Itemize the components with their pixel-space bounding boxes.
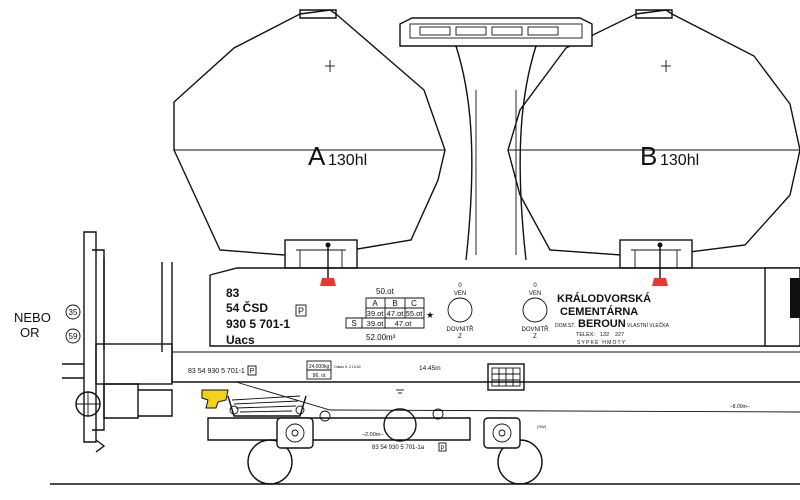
buffer-end (62, 231, 173, 453)
discharge-right-bottom: DOVNITŘ (522, 325, 550, 333)
hopper-a-letter: A (308, 141, 326, 171)
frame-length: 14.45m (419, 365, 441, 372)
hopper-b-capacity: 130hl (660, 152, 699, 169)
load-row1-a: 39.ot (367, 309, 385, 318)
owner-telex-label: TELEX: (576, 332, 595, 338)
note-or: OR (20, 325, 40, 340)
marking-line-4: Uacs (226, 333, 255, 347)
outlet-a (284, 239, 358, 286)
load-row1-b: 47.ot (387, 309, 405, 318)
owner-own-wagon: VLASTNÍ VLEČKA (627, 322, 670, 329)
discharge-right-top: VEN (529, 291, 541, 297)
alternate-note: NEBO OR (14, 310, 51, 340)
circle-badge-59-text: 59 (69, 332, 78, 341)
wagon-underframe (161, 262, 800, 413)
bogie-spacing: –2.00m– (362, 432, 384, 438)
central-walkway (399, 17, 593, 261)
bogie-tag: (SW) (537, 424, 547, 429)
discharge-left-z: Z (458, 334, 462, 340)
hopper-b: B 130hl (507, 9, 800, 258)
discharge-indicator-left: 0 VEN DOVNITŘ Z (447, 283, 475, 340)
load-header-a: A (372, 299, 378, 308)
marking-p-box: P (298, 306, 304, 316)
owner-line-2: CEMENTÁRNA (560, 305, 638, 318)
circle-badge-35: 35 (65, 304, 81, 320)
bogie-left: –2.00m– 83 54 930 5 701-1a P (SW) (207, 408, 547, 485)
frame-tare-mark: –8.00m– (730, 404, 750, 410)
ventilation-grille (487, 363, 525, 391)
hopper-b-letter: B (640, 141, 657, 171)
load-row2-a: 39.ot (367, 319, 385, 328)
hopper-a-capacity: 130hl (328, 152, 367, 169)
frame-weights-top: 24,000kg (309, 364, 330, 370)
owner-telex-1: 132 (600, 332, 609, 338)
discharge-left-top: VEN (454, 291, 466, 297)
marking-line-1: 83 (226, 286, 240, 300)
load-row1-c: 55.ot (406, 309, 424, 318)
frame-number: 83 54 930 5 701-1 (188, 368, 245, 375)
bogie-number: 83 54 930 5 701-1a (372, 445, 425, 451)
load-header-b: B (392, 299, 397, 308)
discharge-left-0: 0 (458, 283, 462, 289)
bogie-p-box: P (440, 446, 444, 452)
circle-badge-59: 59 (65, 328, 81, 344)
load-table-star: ★ (426, 310, 434, 320)
owner-goods: SYPKÉ HMOTY (577, 339, 626, 346)
owner-telex-2: 227 (615, 332, 624, 338)
marking-line-2: 54 ČSD (226, 300, 268, 315)
circle-badge-35-text: 35 (69, 308, 78, 317)
load-header-c: C (411, 299, 417, 308)
discharge-indicator-right: 0 VEN DOVNITŘ Z (522, 283, 550, 340)
owner-dom-st: DOM.ST. (555, 323, 575, 329)
outlet-b (619, 239, 693, 286)
frame-p-box: P (250, 368, 255, 375)
discharge-right-0: 0 (533, 283, 537, 289)
discharge-right-z: Z (533, 334, 537, 340)
frame-small-note: Odkaz tr. 2.15.82 (334, 365, 361, 369)
owner-line-1: KRÁLODVORSKÁ (557, 292, 651, 305)
load-limit-table: 50.ot A B C 39.ot 47.ot 55.ot S 39.ot 47… (345, 287, 434, 342)
note-nebo: NEBO (14, 310, 51, 325)
marking-line-3: 930 5 701-1 (226, 317, 290, 331)
discharge-left-bottom: DOVNITŘ (447, 325, 475, 333)
owner-city: BEROUN (578, 318, 626, 330)
load-row2-b: 47.ot (395, 319, 413, 328)
load-table-bottom: 52.00m³ (366, 333, 396, 342)
frame-inscriptions: 83 54 930 5 701-1 P 24,000kg 86, ot Odka… (188, 360, 750, 410)
load-table-top: 50.ot (376, 287, 395, 296)
owner-inscription: KRÁLODVORSKÁ CEMENTÁRNA DOM.ST. BEROUN V… (555, 292, 670, 346)
hopper-a: A 130hl (173, 9, 446, 258)
leaf-spring (227, 395, 307, 417)
frame-weights-bottom: 86, ot (313, 373, 326, 379)
brake-handle (201, 389, 229, 409)
uic-marking: 83 54 ČSD 930 5 701-1 Uacs P (226, 286, 307, 347)
load-row2-label: S (351, 319, 356, 328)
